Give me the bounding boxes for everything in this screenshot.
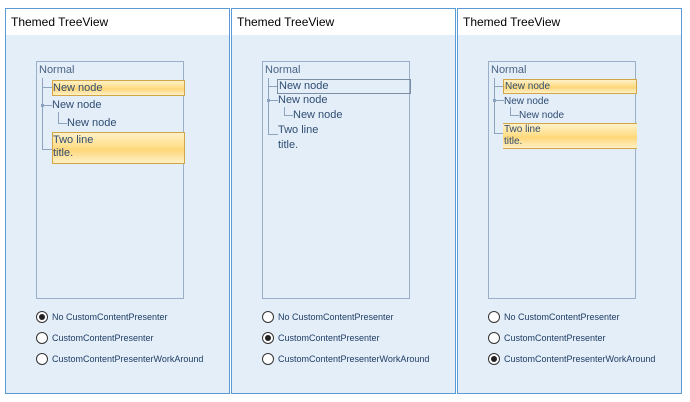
radio-custom[interactable]: CustomContentPresenter: [36, 331, 154, 345]
tree-node-label: title.: [53, 147, 74, 159]
radio-indicator[interactable]: [36, 332, 48, 344]
tree-node-label: New node: [293, 109, 343, 121]
tree-view[interactable]: Normal New node New node New node Two li…: [488, 61, 637, 299]
tree-node-label: New node: [53, 82, 103, 94]
tree-node[interactable]: New node: [52, 99, 102, 112]
tree-line: [510, 107, 511, 115]
tree-line: [42, 149, 52, 150]
tree-node[interactable]: New node: [277, 79, 411, 94]
tree-line: [268, 86, 278, 87]
radio-no-custom[interactable]: No CustomContentPresenter: [488, 310, 620, 324]
tree-node[interactable]: New node: [293, 109, 343, 122]
tree-node[interactable]: New node: [503, 79, 637, 94]
tree-line: [42, 105, 52, 106]
radio-indicator[interactable]: [36, 353, 48, 365]
radio-indicator[interactable]: [262, 353, 274, 365]
tree-node[interactable]: New node: [278, 94, 328, 107]
tree-title: Normal: [39, 64, 75, 76]
tree-node[interactable]: Two line title.: [52, 132, 185, 164]
radio-indicator[interactable]: [488, 311, 500, 323]
radio-label: CustomContentPresenter: [504, 333, 606, 343]
radio-label: CustomContentPresenterWorkAround: [278, 354, 430, 364]
tree-node-label: New node: [279, 80, 329, 92]
radio-indicator[interactable]: [488, 332, 500, 344]
panel-header: Themed TreeView: [6, 9, 229, 35]
tree-node-label: New node: [519, 110, 565, 121]
tree-line: [268, 134, 278, 135]
panel-header: Themed TreeView: [232, 9, 455, 35]
tree-line: [58, 123, 67, 124]
tree-line: [510, 115, 519, 116]
radio-label: No CustomContentPresenter: [504, 312, 620, 322]
tree-view[interactable]: Normal New node New node New node Two li…: [36, 61, 185, 299]
tree-node-label: Two line: [504, 124, 541, 135]
tree-line: [494, 100, 504, 101]
tree-node[interactable]: New node: [67, 117, 117, 130]
tree-line: [58, 112, 59, 123]
tree-line: [268, 78, 269, 134]
tree-node-label: title.: [278, 139, 299, 151]
radio-custom-workaround[interactable]: CustomContentPresenterWorkAround: [262, 352, 429, 366]
radio-indicator[interactable]: [488, 353, 500, 365]
radio-no-custom[interactable]: No CustomContentPresenter: [262, 310, 394, 324]
radio-label: No CustomContentPresenter: [278, 312, 394, 322]
tree-node[interactable]: Two line title.: [278, 124, 318, 152]
tree-node-label: Two line: [278, 124, 319, 136]
radio-label: CustomContentPresenter: [278, 333, 380, 343]
radio-label: CustomContentPresenterWorkAround: [52, 354, 204, 364]
tree-line: [494, 78, 495, 133]
tree-node[interactable]: New node: [519, 109, 564, 122]
radio-custom[interactable]: CustomContentPresenter: [262, 331, 380, 345]
tree-node-label: New node: [67, 117, 117, 129]
tree-node-label: New node: [52, 99, 102, 111]
tree-node-label: title.: [504, 136, 523, 147]
panel-header: Themed TreeView: [458, 9, 681, 35]
radio-label: No CustomContentPresenter: [52, 312, 168, 322]
tree-view[interactable]: Normal New node New node New node Two li…: [262, 61, 411, 299]
panel-2: Themed TreeView Normal New node New node…: [231, 8, 456, 394]
radio-custom-workaround[interactable]: CustomContentPresenterWorkAround: [36, 352, 203, 366]
tree-line: [268, 100, 278, 101]
tree-node[interactable]: New node: [52, 80, 185, 96]
tree-line: [42, 78, 43, 149]
tree-node[interactable]: New node: [504, 95, 549, 108]
radio-custom-workaround[interactable]: CustomContentPresenterWorkAround: [488, 352, 655, 366]
tree-line: [284, 107, 285, 115]
radio-indicator[interactable]: [36, 311, 48, 323]
tree-node-label: New node: [505, 81, 551, 92]
tree-node-label: New node: [278, 94, 328, 106]
radio-label: CustomContentPresenterWorkAround: [504, 354, 656, 364]
radio-no-custom[interactable]: No CustomContentPresenter: [36, 310, 168, 324]
tree-line: [494, 133, 504, 134]
tree-node[interactable]: Two line title.: [503, 123, 637, 149]
tree-title: Normal: [491, 64, 527, 76]
panel-1: Themed TreeView Normal New node New node…: [5, 8, 230, 394]
radio-label: CustomContentPresenter: [52, 333, 154, 343]
radio-custom[interactable]: CustomContentPresenter: [488, 331, 606, 345]
panel-3: Themed TreeView Normal New node New node…: [457, 8, 682, 394]
tree-line: [494, 86, 504, 87]
tree-line: [42, 87, 52, 88]
tree-node-label: New node: [504, 96, 550, 107]
tree-node-label: Two line: [53, 134, 94, 146]
radio-indicator[interactable]: [262, 311, 274, 323]
radio-indicator[interactable]: [262, 332, 274, 344]
tree-line: [284, 115, 293, 116]
tree-title: Normal: [265, 64, 301, 76]
